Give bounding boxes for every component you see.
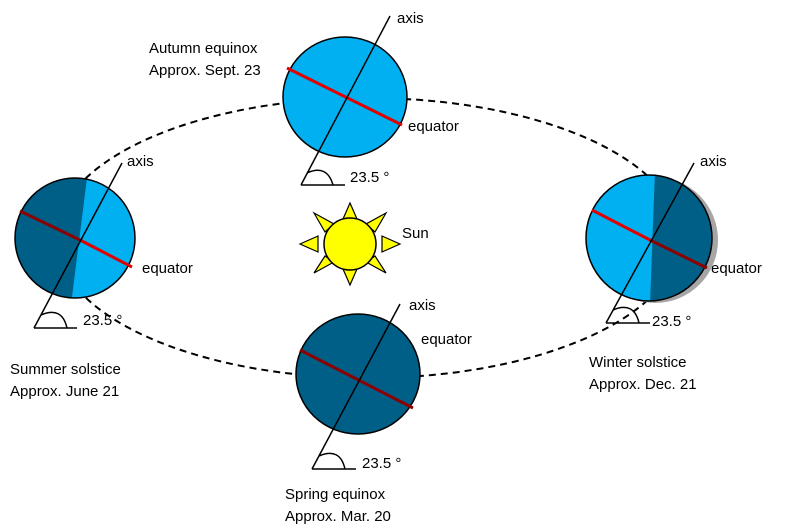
axis-label-summer: axis bbox=[127, 153, 154, 170]
angle-arc-spring bbox=[318, 452, 346, 470]
position-date-summer: Approx. June 21 bbox=[10, 383, 119, 400]
axis-label-winter: axis bbox=[700, 153, 727, 170]
equator-label-autumn: equator bbox=[408, 118, 459, 135]
axis-line-summer bbox=[33, 162, 123, 329]
earth-summer bbox=[14, 162, 136, 329]
position-name-winter: Winter solstice bbox=[589, 354, 687, 371]
equator-line-winter bbox=[591, 208, 651, 242]
sun-label: Sun bbox=[402, 225, 429, 242]
axis-line-spring bbox=[311, 303, 401, 470]
earth-autumn bbox=[282, 15, 408, 186]
equator-line-autumn bbox=[286, 66, 403, 127]
axis-label-spring: axis bbox=[409, 297, 436, 314]
sun-icon bbox=[298, 201, 402, 287]
axis-line-autumn bbox=[300, 15, 391, 186]
position-date-spring: Approx. Mar. 20 bbox=[285, 508, 391, 525]
angle-label-spring: 23.5 ° bbox=[362, 455, 401, 472]
axis-label-autumn: axis bbox=[397, 10, 424, 27]
equator-line-summer bbox=[19, 209, 81, 242]
axis-line-winter bbox=[605, 162, 695, 324]
position-name-summer: Summer solstice bbox=[10, 361, 121, 378]
angle-label-autumn: 23.5 ° bbox=[350, 169, 389, 186]
position-date-winter: Approx. Dec. 21 bbox=[589, 376, 697, 393]
equator-label-winter: equator bbox=[711, 260, 762, 277]
angle-label-winter: 23.5 ° bbox=[652, 313, 691, 330]
earth-spring bbox=[295, 303, 421, 470]
angle-label-summer: 23.5 ° bbox=[83, 312, 122, 329]
equator-label-spring: equator bbox=[421, 331, 472, 348]
position-name-autumn: Autumn equinox bbox=[149, 40, 258, 57]
equator-line-spring bbox=[299, 348, 414, 410]
position-date-autumn: Approx. Sept. 23 bbox=[149, 62, 261, 79]
angle-arc-winter bbox=[612, 306, 640, 324]
angle-arc-autumn bbox=[306, 169, 334, 186]
equator-label-summer: equator bbox=[142, 260, 193, 277]
position-name-spring: Spring equinox bbox=[285, 486, 386, 503]
angle-arc-summer bbox=[40, 311, 68, 329]
earth-winter bbox=[585, 162, 718, 324]
